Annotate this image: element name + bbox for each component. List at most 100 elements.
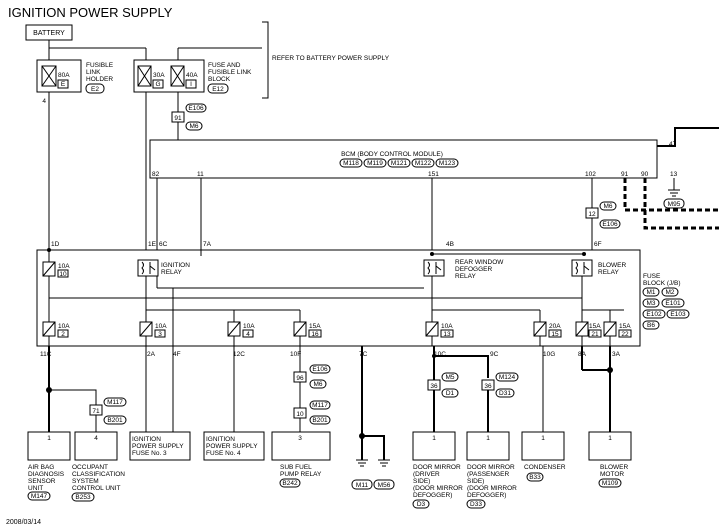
svg-text:2: 2 (61, 331, 65, 338)
svg-text:IGNITION: IGNITION (132, 436, 161, 443)
svg-text:(PASSENGER: (PASSENGER (467, 471, 509, 478)
svg-text:M6: M6 (313, 381, 322, 388)
fuse-and-fusible-link-block: 30A G 40A I FUSE AND FUSIBLE LINK BLOCK … (133, 59, 252, 94)
fuse-22: 15A 22 (603, 310, 632, 338)
svg-text:1: 1 (608, 435, 612, 442)
fuse-21: 15A 21 (575, 310, 602, 338)
door-mirror-passenger-side: 1 DOOR MIRROR (PASSENGER SIDE) (DOOR MIR… (466, 431, 517, 509)
battery-label: BATTERY (33, 30, 65, 37)
svg-text:E102: E102 (646, 311, 662, 318)
svg-text:M6: M6 (189, 123, 198, 130)
svg-text:9C: 9C (490, 351, 499, 358)
flh-label-3: HOLDER (86, 76, 113, 83)
svg-text:E: E (61, 81, 66, 88)
svg-text:FUSIBLE LINK: FUSIBLE LINK (208, 69, 252, 76)
svg-text:DOOR MIRROR: DOOR MIRROR (413, 464, 461, 471)
svg-text:7C: 7C (359, 351, 368, 358)
svg-text:1E: 1E (148, 241, 157, 248)
svg-text:RELAY: RELAY (161, 269, 182, 276)
svg-text:FUSE No. 4: FUSE No. 4 (206, 450, 241, 457)
svg-text:B201: B201 (312, 417, 328, 424)
svg-text:OCCUPANT: OCCUPANT (72, 464, 108, 471)
svg-text:M3: M3 (646, 300, 655, 307)
svg-text:M6: M6 (603, 203, 612, 210)
svg-text:SIDE): SIDE) (413, 478, 430, 485)
svg-text:POWER SUPPLY: POWER SUPPLY (132, 443, 184, 450)
joint-91: 91 E106 M6 (171, 103, 207, 131)
fuse-13: 10A 13 (425, 310, 454, 338)
svg-text:REAR WINDOW: REAR WINDOW (455, 259, 504, 266)
svg-text:SYSTEM: SYSTEM (72, 478, 99, 485)
blower-relay: BLOWER RELAY (571, 259, 626, 277)
fuse-4: 10A 4 (227, 310, 255, 338)
svg-text:E106: E106 (312, 366, 328, 373)
svg-text:M119: M119 (367, 160, 383, 167)
svg-text:M121: M121 (391, 160, 408, 167)
svg-text:M118: M118 (343, 160, 359, 167)
svg-text:102: 102 (585, 171, 596, 178)
fuse-3: 10A 3 (139, 310, 167, 338)
svg-text:15A: 15A (589, 323, 601, 330)
svg-text:M56: M56 (378, 482, 391, 489)
svg-text:21: 21 (591, 331, 599, 338)
svg-text:82: 82 (152, 171, 160, 178)
svg-text:M117: M117 (312, 402, 328, 409)
svg-text:D3: D3 (417, 501, 426, 508)
svg-text:4: 4 (94, 435, 98, 442)
svg-text:3: 3 (298, 435, 302, 442)
svg-text:E106: E106 (188, 105, 204, 112)
condenser: 1 CONDENSER B33 (521, 431, 566, 482)
ignition-relay: IGNITION RELAY (137, 259, 190, 277)
svg-text:20A: 20A (549, 323, 561, 330)
svg-text:16: 16 (311, 331, 319, 338)
svg-text:4F: 4F (173, 351, 181, 358)
svg-text:SENSOR: SENSOR (28, 478, 56, 485)
svg-text:1: 1 (541, 435, 545, 442)
ignition-power-supply-fuse-3: IGNITION POWER SUPPLY FUSE No. 3 (129, 431, 191, 461)
svg-text:80A: 80A (58, 72, 70, 79)
flh-label-1: FUSIBLE (86, 62, 114, 69)
svg-text:D31: D31 (499, 390, 511, 397)
ignition-power-supply-fuse-4: IGNITION POWER SUPPLY FUSE No. 4 (203, 431, 265, 461)
svg-text:RELAY: RELAY (455, 273, 476, 280)
svg-text:M2: M2 (665, 289, 674, 296)
svg-text:(DOOR MIRROR: (DOOR MIRROR (413, 485, 463, 492)
refer-bracket (262, 21, 269, 99)
svg-text:AIR BAG: AIR BAG (28, 464, 54, 471)
svg-text:36: 36 (484, 383, 492, 390)
svg-text:CLASSIFICATION: CLASSIFICATION (72, 471, 125, 478)
svg-text:FUSE AND: FUSE AND (208, 62, 241, 69)
svg-text:M147: M147 (31, 493, 48, 500)
airbag-diagnosis-sensor-unit: 1 AIR BAG DIAGNOSIS SENSOR UNIT M147 (27, 431, 71, 501)
svg-text:1: 1 (47, 435, 51, 442)
sub-fuel-pump-relay: 3 SUB FUEL PUMP RELAY B242 (271, 431, 331, 488)
svg-text:IGNITION: IGNITION (206, 436, 235, 443)
svg-text:D33: D33 (470, 501, 482, 508)
svg-text:3: 3 (158, 331, 162, 338)
svg-text:90: 90 (641, 171, 649, 178)
joint-12: 12 M6 E106 (585, 201, 621, 229)
svg-text:10: 10 (296, 411, 304, 418)
svg-text:(DRIVER: (DRIVER (413, 471, 440, 478)
svg-text:1: 1 (432, 435, 436, 442)
svg-text:DEFOGGER): DEFOGGER) (467, 492, 506, 499)
svg-text:1: 1 (486, 435, 490, 442)
flb-connector: E12 (212, 86, 224, 93)
refer-note: REFER TO BATTERY POWER SUPPLY (272, 55, 390, 62)
svg-text:E106: E106 (602, 221, 618, 228)
svg-text:M5: M5 (445, 374, 454, 381)
svg-text:10C: 10C (434, 351, 446, 358)
svg-text:B242: B242 (282, 480, 298, 487)
ground-m11-icon: M11 (351, 459, 373, 490)
joint-36a: 36 M5 D1 (427, 372, 459, 398)
svg-text:BLOWER: BLOWER (600, 464, 628, 471)
svg-text:DOOR MIRROR: DOOR MIRROR (467, 464, 515, 471)
svg-text:BLOCK: BLOCK (208, 76, 231, 83)
svg-text:91: 91 (174, 115, 182, 122)
svg-text:10A: 10A (441, 323, 453, 330)
svg-text:40A: 40A (186, 72, 198, 79)
svg-text:4B: 4B (446, 241, 454, 248)
fuse-10: 10A 10 (42, 261, 70, 278)
joint-71: 71 M117 B201 (89, 397, 127, 425)
svg-text:MOTOR: MOTOR (600, 471, 624, 478)
